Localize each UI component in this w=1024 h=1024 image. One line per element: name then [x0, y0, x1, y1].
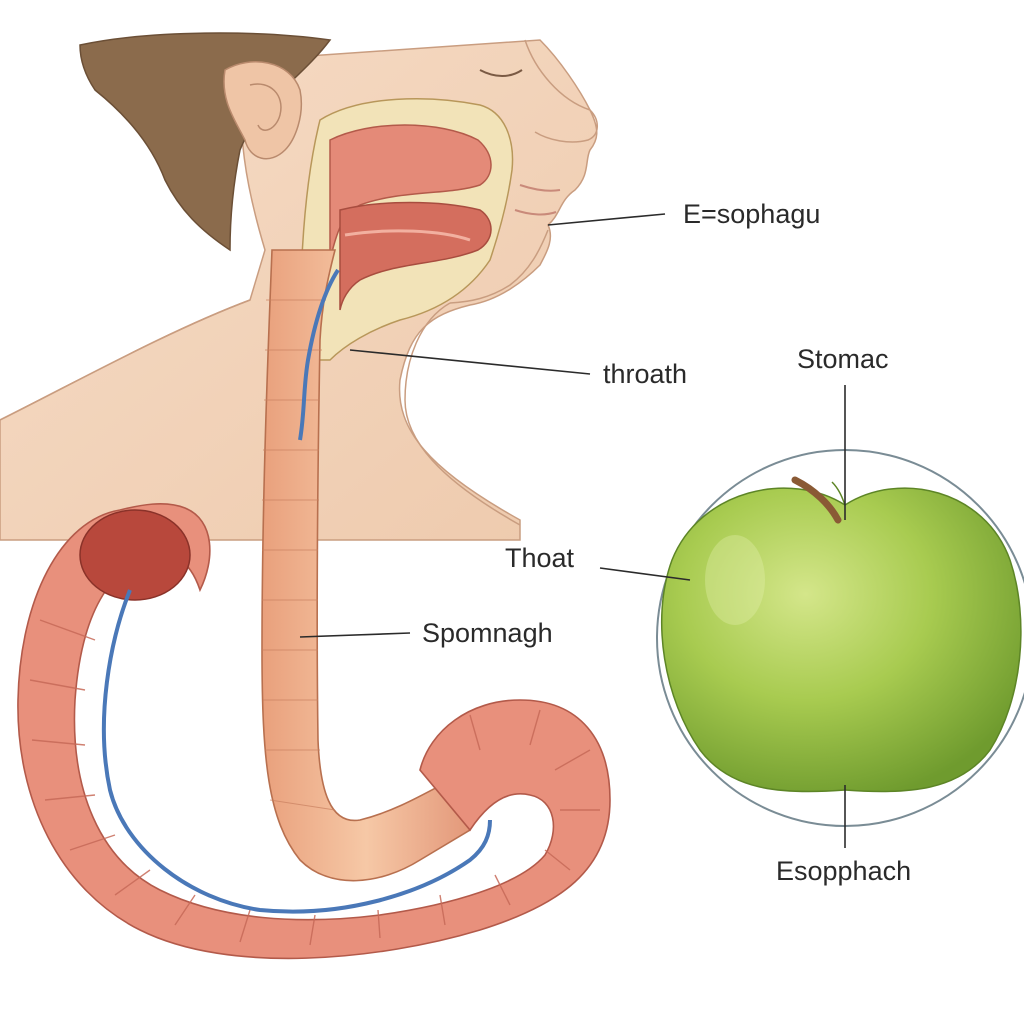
- leader-lines: [299, 213, 846, 848]
- label-sponge: Spomnagh: [422, 618, 553, 648]
- label-throat-right: throath: [603, 359, 687, 389]
- stomach-intestine-icon: [17, 503, 611, 960]
- label-stomach-top: Stomac: [797, 344, 889, 374]
- green-apple-icon: [656, 449, 1024, 827]
- label-throat-left: Thoat: [505, 543, 575, 573]
- label-esophach-bottom: Esopphach: [776, 856, 911, 886]
- label-esophagus-top: E=sophagu: [683, 199, 820, 229]
- oral-cavity-icon: [299, 98, 514, 361]
